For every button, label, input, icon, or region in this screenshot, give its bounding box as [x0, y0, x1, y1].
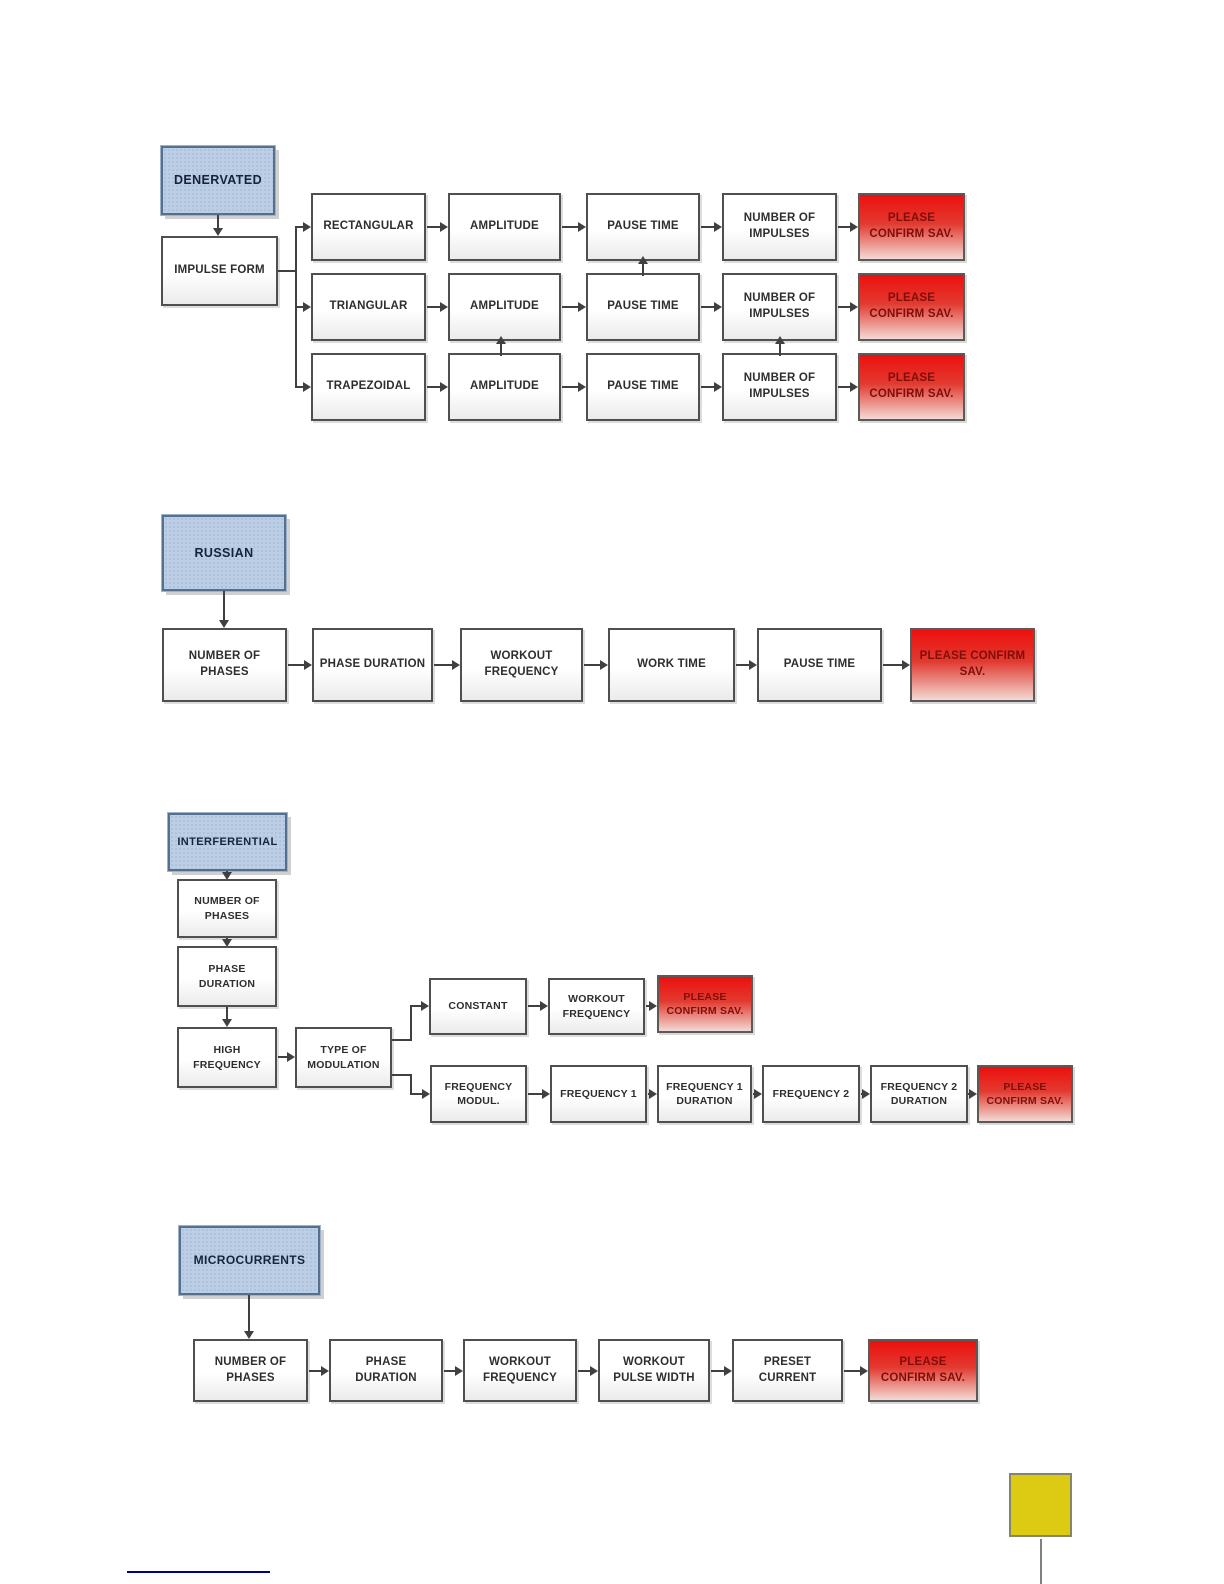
flow-arrow-right — [844, 1366, 868, 1376]
category-microcurrents: MICROCURRENTS — [179, 1226, 320, 1295]
flow-arrow-right — [296, 382, 311, 392]
connector-line — [410, 1005, 412, 1041]
flow-arrow-down — [222, 871, 232, 880]
flow-arrow-right — [861, 1089, 870, 1099]
flow-arrow-right — [427, 382, 448, 392]
node-confirm-save-1: PLEASE CONFIRM SAV. — [858, 193, 965, 261]
marker-stem-line — [1040, 1539, 1042, 1584]
node-amplitude-2: AMPLITUDE — [448, 273, 561, 341]
category-russian: RUSSIAN — [162, 515, 286, 591]
node-if-frequency-1: FREQUENCY 1 — [550, 1065, 647, 1123]
node-rectangular: RECTANGULAR — [311, 193, 426, 261]
connector-line — [410, 1074, 412, 1095]
node-pause-time-1: PAUSE TIME — [586, 193, 700, 261]
category-interferential: INTERFERENTIAL — [168, 813, 287, 871]
flow-arrow-right — [562, 382, 586, 392]
flow-arrow-right — [711, 1366, 732, 1376]
node-number-impulses-2: NUMBER OF IMPULSES — [722, 273, 837, 341]
flow-arrow-right — [753, 1089, 762, 1099]
node-mc-number-phases: NUMBER OF PHASES — [193, 1339, 308, 1402]
node-ru-pause-time: PAUSE TIME — [757, 628, 882, 702]
node-if-high-frequency: HIGH FREQUENCY — [177, 1027, 277, 1088]
flow-arrow-right — [562, 222, 586, 232]
node-if-confirm-save-1: PLEASE CONFIRM SAV. — [657, 975, 753, 1033]
node-if-number-phases: NUMBER OF PHASES — [177, 879, 277, 938]
flow-arrow-right — [968, 1089, 977, 1099]
node-number-impulses-3: NUMBER OF IMPULSES — [722, 353, 837, 421]
node-if-frequency-modul: FREQUENCY MODUL. — [430, 1065, 527, 1123]
flow-arrow-right — [444, 1366, 463, 1376]
node-mc-workout-frequency: WORKOUT FREQUENCY — [463, 1339, 577, 1402]
node-if-frequency-2: FREQUENCY 2 — [762, 1065, 860, 1123]
node-ru-confirm-save: PLEASE CONFIRM SAV. — [910, 628, 1035, 702]
node-pause-time-2: PAUSE TIME — [586, 273, 700, 341]
flow-arrow-right — [648, 1089, 657, 1099]
flow-arrow-right — [434, 660, 460, 670]
node-mc-confirm-save: PLEASE CONFIRM SAV. — [868, 1339, 978, 1402]
up-arrow — [638, 256, 648, 276]
flow-arrow-down — [244, 1295, 254, 1339]
flow-arrow-right — [528, 1001, 548, 1011]
category-denervated: DENERVATED — [161, 146, 275, 215]
node-ru-number-phases: NUMBER OF PHASES — [162, 628, 287, 702]
flow-arrow-down — [222, 938, 232, 947]
flow-arrow-right — [411, 1089, 430, 1099]
node-confirm-save-3: PLEASE CONFIRM SAV. — [858, 353, 965, 421]
flow-arrow-right — [701, 302, 722, 312]
connector-line — [392, 1039, 412, 1041]
flow-arrow-right — [701, 382, 722, 392]
node-pause-time-3: PAUSE TIME — [586, 353, 700, 421]
flow-arrow-right — [296, 222, 311, 232]
flow-arrow-right — [288, 660, 312, 670]
node-amplitude-3: AMPLITUDE — [448, 353, 561, 421]
node-mc-phase-duration: PHASE DURATION — [329, 1339, 443, 1402]
node-mc-preset-current: PRESET CURRENT — [732, 1339, 843, 1402]
connector-line — [278, 270, 296, 272]
flow-arrow-right — [578, 1366, 598, 1376]
flow-arrow-right — [838, 302, 858, 312]
node-if-type-of-modulation: TYPE OF MODULATION — [295, 1027, 392, 1088]
node-number-impulses-1: NUMBER OF IMPULSES — [722, 193, 837, 261]
node-if-confirm-save-2: PLEASE CONFIRM SAV. — [977, 1065, 1073, 1123]
flow-arrow-right — [838, 382, 858, 392]
flow-arrow-right — [309, 1366, 329, 1376]
flow-arrow-right — [646, 1001, 657, 1011]
flow-arrow-right — [584, 660, 608, 670]
node-impulse-form: IMPULSE FORM — [161, 236, 278, 306]
flow-arrow-right — [883, 660, 910, 670]
node-if-frequency-1-duration: FREQUENCY 1 DURATION — [657, 1065, 752, 1123]
flow-arrow-right — [278, 1052, 295, 1062]
flow-arrow-right — [736, 660, 757, 670]
node-ru-phase-duration: PHASE DURATION — [312, 628, 433, 702]
flow-arrow-down — [213, 215, 223, 236]
flow-arrow-right — [701, 222, 722, 232]
yellow-marker-square — [1009, 1473, 1072, 1537]
flow-arrow-right — [427, 222, 448, 232]
flow-arrow-right — [296, 302, 311, 312]
flow-arrow-right — [528, 1089, 550, 1099]
node-if-phase-duration: PHASE DURATION — [177, 946, 277, 1007]
node-mc-workout-pulse-width: WORKOUT PULSE WIDTH — [598, 1339, 710, 1402]
flow-arrow-right — [411, 1001, 429, 1011]
node-trapezoidal: TRAPEZOIDAL — [311, 353, 426, 421]
node-if-workout-frequency: WORKOUT FREQUENCY — [548, 978, 645, 1035]
node-ru-work-time: WORK TIME — [608, 628, 735, 702]
node-confirm-save-2: PLEASE CONFIRM SAV. — [858, 273, 965, 341]
flow-arrow-down — [222, 1007, 232, 1027]
node-if-frequency-2-duration: FREQUENCY 2 DURATION — [870, 1065, 968, 1123]
node-if-constant: CONSTANT — [429, 978, 527, 1035]
flow-arrow-right — [562, 302, 586, 312]
flow-arrow-right — [838, 222, 858, 232]
up-arrow — [775, 336, 785, 356]
flow-arrow-down — [219, 591, 229, 628]
up-arrow — [496, 336, 506, 356]
footer-navy-line — [127, 1571, 270, 1573]
node-triangular: TRIANGULAR — [311, 273, 426, 341]
node-ru-workout-frequency: WORKOUT FREQUENCY — [460, 628, 583, 702]
flow-arrow-right — [427, 302, 448, 312]
node-amplitude-1: AMPLITUDE — [448, 193, 561, 261]
connector-line — [392, 1074, 412, 1076]
